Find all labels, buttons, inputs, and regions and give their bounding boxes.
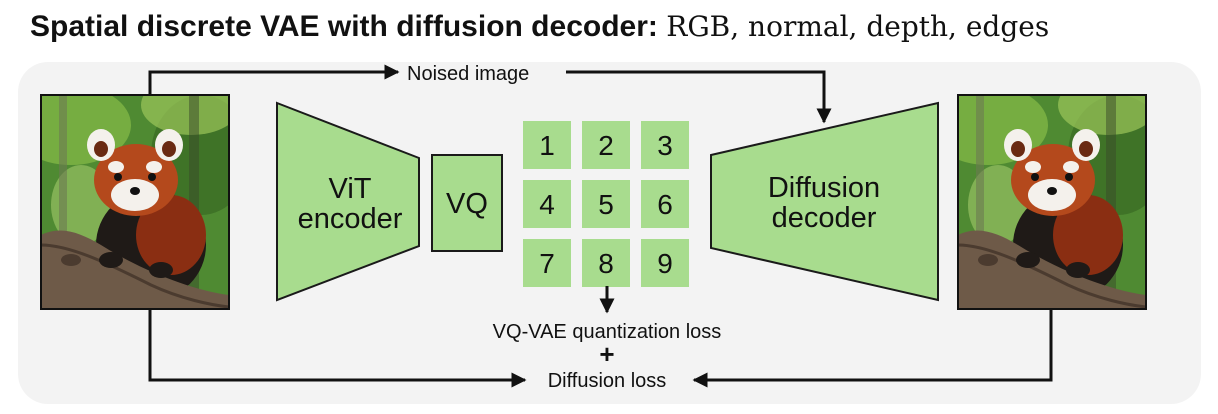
vq-loss-label: VQ-VAE quantization loss <box>493 321 722 343</box>
input-image <box>40 94 230 310</box>
noised-image-label: Noised image <box>407 63 529 85</box>
noised-image-arrow-left <box>148 64 400 95</box>
token-label: 3 <box>657 130 673 161</box>
token-cell <box>582 239 630 287</box>
token-cell <box>582 121 630 169</box>
decoder-label-line2: decoder <box>772 202 877 234</box>
token-cell <box>523 180 571 228</box>
token-cell <box>641 180 689 228</box>
diffusion-loss-arrow-left <box>148 309 527 388</box>
diffusion-loss-arrow-right <box>692 309 1053 388</box>
token-cell <box>523 121 571 169</box>
diffusion-loss-label: Diffusion loss <box>548 370 667 392</box>
vit-encoder-block <box>276 101 420 302</box>
token-cell <box>523 239 571 287</box>
noised-image-arrow-right <box>566 70 832 124</box>
output-image <box>957 94 1147 310</box>
diagram-title: Spatial discrete VAE with diffusion deco… <box>30 10 1049 44</box>
token-label: 6 <box>657 189 673 220</box>
diffusion-decoder-block <box>710 101 939 302</box>
token-label: 5 <box>598 189 614 220</box>
token-label: 9 <box>657 248 673 279</box>
title-modalities: RGB, normal, depth, edges <box>666 10 1050 43</box>
vq-block <box>431 154 503 252</box>
title-main: Spatial discrete VAE with diffusion deco… <box>30 10 658 43</box>
encoder-label-line2: encoder <box>298 203 403 235</box>
token-grid: 1 2 3 4 5 6 7 8 9 <box>523 121 689 287</box>
plus-sign: + <box>599 339 614 369</box>
token-cell <box>582 180 630 228</box>
token-label: 4 <box>539 189 555 220</box>
token-cell <box>641 239 689 287</box>
token-label: 8 <box>598 248 614 279</box>
token-label: 7 <box>539 248 555 279</box>
vq-label: VQ <box>446 188 488 220</box>
encoder-label-line1: ViT <box>329 173 372 205</box>
token-label: 1 <box>539 130 555 161</box>
token-label: 2 <box>598 130 614 161</box>
decoder-label-line1: Diffusion <box>768 172 880 204</box>
token-cell <box>641 121 689 169</box>
